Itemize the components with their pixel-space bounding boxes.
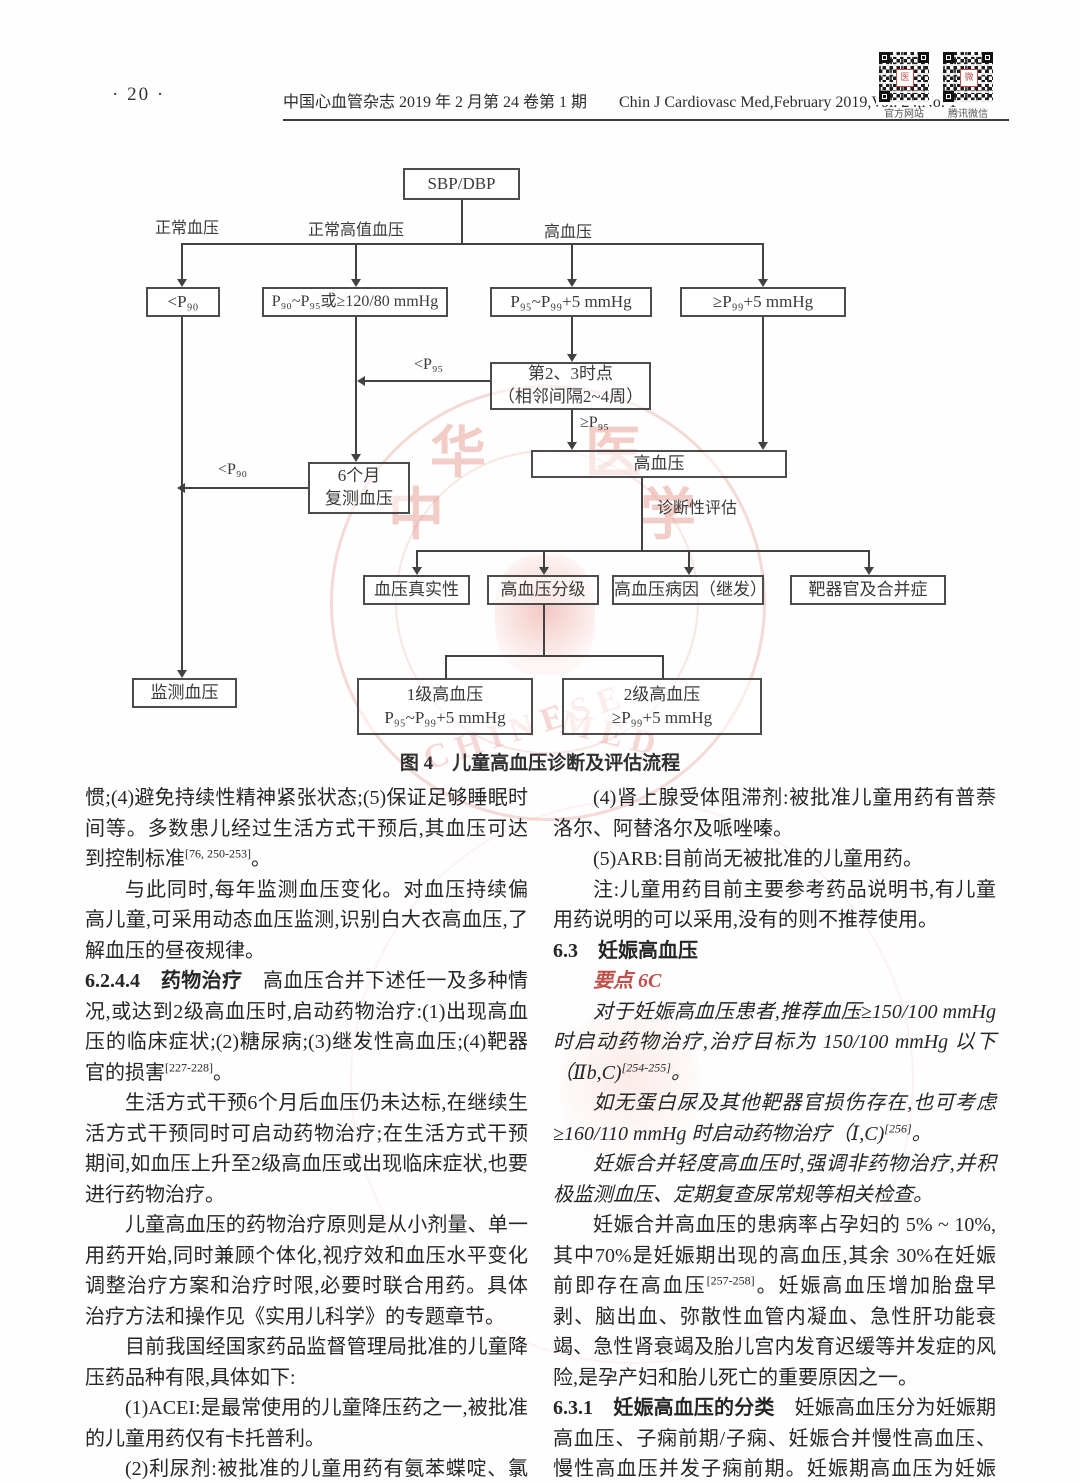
- node-timepoint-2-3: 第2、3时点 （相邻间隔2~4周）: [490, 362, 651, 410]
- qr-label: 官方网站: [884, 109, 924, 120]
- paragraph: (1)ACEI:是最常使用的儿童降压药之一,被批准的儿童用药仅有卡托普利。: [85, 1397, 528, 1450]
- journal-title-line: 中国心血管杂志 2019 年 2 月第 24 卷第 1 期 Chin J Car…: [283, 88, 1009, 121]
- qr-block-official-site: 医 官方网站: [876, 49, 932, 120]
- node-ge-p99: ≥P₉₉+5 mmHg: [680, 287, 846, 317]
- paragraph: 与此同时,每年监测血压变化。对血压持续偏高儿童,可采用动态血压监测,识别白大衣高…: [85, 878, 528, 962]
- connector-line: [181, 243, 183, 280]
- connector-line: [355, 243, 357, 280]
- branch-label-normal-bp: 正常血压: [155, 220, 220, 237]
- connector-line: [416, 550, 870, 552]
- connector-line: [762, 317, 764, 443]
- node-p90-p95: P₉₀~P₉₅或≥120/80 mmHg: [262, 287, 448, 317]
- connector-line: [461, 200, 463, 243]
- connector-line: [641, 478, 643, 550]
- arrowhead-down-icon: [567, 354, 577, 362]
- connector-line: [571, 317, 573, 355]
- connector-line: [868, 550, 870, 569]
- paragraph: 如无蛋白尿及其他靶器官损伤存在,也可考虑≥160/110 mmHg 时启动药物治…: [553, 1092, 996, 1145]
- connector-line: [662, 655, 664, 678]
- branch-label-hypertension: 高血压: [544, 224, 593, 241]
- connector-line: [181, 317, 183, 671]
- paragraph: (4)肾上腺受体阻滞剂:被批准儿童用药有普萘洛尔、阿替洛尔及哌唑嗪。: [553, 787, 996, 840]
- node-bp-authenticity: 血压真实性: [363, 575, 470, 605]
- figure-caption: 图 4 儿童高血压诊断及评估流程: [399, 753, 681, 774]
- node-lt-p90: <P₉₀: [146, 287, 220, 317]
- connector-line: [355, 317, 357, 455]
- arrowhead-down-icon: [351, 279, 361, 287]
- paragraph: 6.3.1 妊娠高血压的分类 妊娠高血压分为妊娠期高血压、子痫前期/子痫、妊娠合…: [553, 1397, 996, 1480]
- qr-center-seal-icon: 医: [896, 69, 914, 87]
- node-grade2-htn: 2级高血压 ≥P₉₉+5 mmHg: [562, 678, 762, 735]
- connector-line: [688, 550, 690, 569]
- connector-line: [184, 487, 308, 489]
- arrowhead-down-icon: [539, 567, 549, 575]
- qr-code-icon: 微: [940, 49, 996, 105]
- paragraph: 注:儿童用药目前主要参考药品说明书,有儿童用药说明的可以采用,没有的则不推荐使用…: [553, 878, 996, 932]
- qr-block-wechat: 微 腾讯微信: [940, 49, 996, 120]
- arrowhead-left-icon: [357, 376, 365, 386]
- qr-label: 腾讯微信: [948, 109, 988, 120]
- node-grade1-htn: 1级高血压 P₉₅~P₉₉+5 mmHg: [357, 678, 533, 735]
- text-column-right: (4)肾上腺受体阻滞剂:被批准儿童用药有普萘洛尔、阿替洛尔及哌唑嗪。 (5)ARB…: [553, 783, 996, 1483]
- node-htn-etiology: 高血压病因（继发）: [612, 575, 767, 605]
- paragraph: 要点 6C: [593, 970, 662, 992]
- paragraph: 儿童高血压的药物治疗原则是从小剂量、单一用药开始,同时兼顾个体化,视疗效和血压水…: [85, 1214, 528, 1328]
- text-column-left: 惯;(4)避免持续性精神紧张状态;(5)保证足够睡眠时间等。多数患儿经过生活方式…: [85, 783, 528, 1483]
- connector-line: [445, 655, 664, 657]
- arrowhead-down-icon: [684, 567, 694, 575]
- node-hypertension: 高血压: [531, 450, 787, 478]
- qr-code-icon: 医: [876, 49, 932, 105]
- qr-finder-icon: [918, 52, 929, 63]
- qr-finder-icon: [879, 91, 890, 102]
- qr-center-seal-icon: 微: [960, 69, 978, 87]
- paragraph: 惯;(4)避免持续性精神紧张状态;(5)保证足够睡眠时间等。多数患儿经过生活方式…: [85, 787, 528, 870]
- arrowhead-down-icon: [864, 567, 874, 575]
- connector-line: [364, 380, 490, 382]
- edge-label-ge-p95: ≥P₉₅: [580, 414, 609, 431]
- branch-label-high-normal-bp: 正常高值血压: [308, 222, 405, 239]
- arrowhead-down-icon: [758, 279, 768, 287]
- arrowhead-down-icon: [177, 670, 187, 678]
- connector-line: [571, 410, 573, 443]
- arrowhead-down-icon: [567, 279, 577, 287]
- paragraph: 妊娠合并轻度高血压时,强调非药物治疗,并积极监测血压、定期复查尿常规等相关检查。: [553, 1153, 996, 1206]
- paragraph: (5)ARB:目前尚无被批准的儿童用药。: [593, 848, 923, 870]
- node-htn-grading: 高血压分级: [487, 575, 599, 605]
- connector-line: [543, 605, 545, 655]
- paragraph: 对于妊娠高血压患者,推荐血压≥150/100 mmHg 时启动药物治疗,治疗目标…: [553, 1000, 996, 1084]
- edge-label-lt-p95: <P₉₅: [414, 356, 444, 373]
- qr-finder-icon: [879, 52, 890, 63]
- node-p95-p99: P₉₅~P₉₉+5 mmHg: [490, 287, 652, 317]
- page-number: · 20 ·: [112, 84, 166, 105]
- paragraph: 6.2.4.4 药物治疗 高血压合并下述任一及多种情况,或达到2级高血压时,启动…: [85, 970, 529, 1084]
- paragraph: 6.3 妊娠高血压: [553, 939, 698, 962]
- paragraph: 生活方式干预6个月后血压仍未达标,在继续生活方式干预同时可启动药物治疗;在生活方…: [85, 1092, 528, 1206]
- paragraph: 目前我国经国家药品监督管理局批准的儿童降压药品种有限,具体如下:: [85, 1336, 528, 1389]
- arrowhead-left-icon: [177, 483, 185, 493]
- arrowhead-down-icon: [351, 454, 361, 462]
- arrowhead-down-icon: [567, 442, 577, 450]
- connector-line: [181, 243, 764, 245]
- paragraph: (2)利尿剂:被批准的儿童用药有氨苯蝶啶、氯噻酮、氢氯噻嗪、呋塞米。: [125, 1458, 528, 1480]
- edge-label-lt-p90: <P₉₀: [218, 461, 248, 478]
- qr-finder-icon: [982, 52, 993, 63]
- node-monitor-bp: 监测血压: [132, 678, 237, 708]
- connector-line: [762, 243, 764, 280]
- arrowhead-down-icon: [177, 279, 187, 287]
- paragraph: 妊娠合并高血压的患病率占孕妇的 5% ~ 10%,其中70%是妊娠期出现的高血压…: [553, 1214, 997, 1389]
- connector-line: [416, 550, 418, 569]
- connector-line: [445, 655, 447, 678]
- node-sbp-dbp: SBP/DBP: [403, 168, 520, 200]
- arrowhead-down-icon: [758, 442, 768, 450]
- arrowhead-down-icon: [412, 567, 422, 575]
- connector-line: [571, 243, 573, 280]
- node-remeasure-6-months: 6个月 复测血压: [308, 462, 410, 514]
- connector-line: [543, 550, 545, 569]
- qr-finder-icon: [943, 91, 954, 102]
- qr-finder-icon: [943, 52, 954, 63]
- edge-label-diagnostic-evaluation: 诊断性评估: [657, 500, 738, 517]
- figure-flowchart: 正常血压 正常高值血压 高血压 <P₉₅ ≥P₉₅ <P₉₀ 诊断性评估 SBP…: [80, 150, 1000, 778]
- node-target-organ: 靶器官及合并症: [790, 575, 946, 605]
